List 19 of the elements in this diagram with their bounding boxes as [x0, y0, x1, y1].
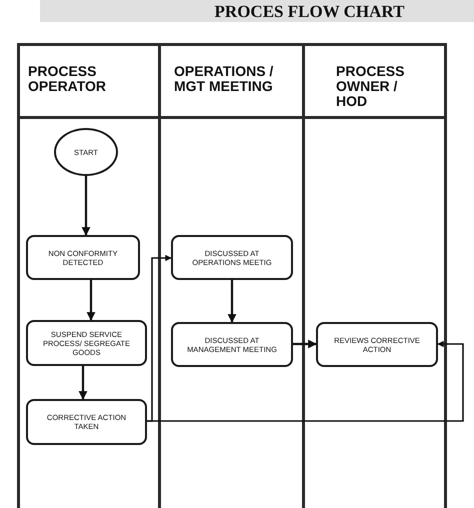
process-box [316, 322, 438, 367]
arrow [82, 176, 90, 236]
lane-header: PROCESS OWNER / HOD [336, 64, 406, 109]
process-box [171, 235, 293, 280]
process-box [26, 235, 140, 280]
lane-header: OPERATIONS / MGT MEETING [174, 64, 274, 94]
process-box [26, 399, 147, 445]
process-box [171, 322, 293, 367]
arrow [228, 280, 236, 323]
process-box [26, 320, 147, 366]
swimlane [158, 43, 302, 508]
arrow [293, 340, 317, 348]
lane-header: PROCESS OPERATOR [28, 64, 108, 94]
arrow [147, 340, 464, 422]
swimlane [302, 43, 447, 508]
swimlane [17, 43, 158, 508]
title: PROCES FLOW CHART [214, 2, 406, 22]
arrow [86, 280, 96, 321]
arrow [78, 366, 88, 400]
